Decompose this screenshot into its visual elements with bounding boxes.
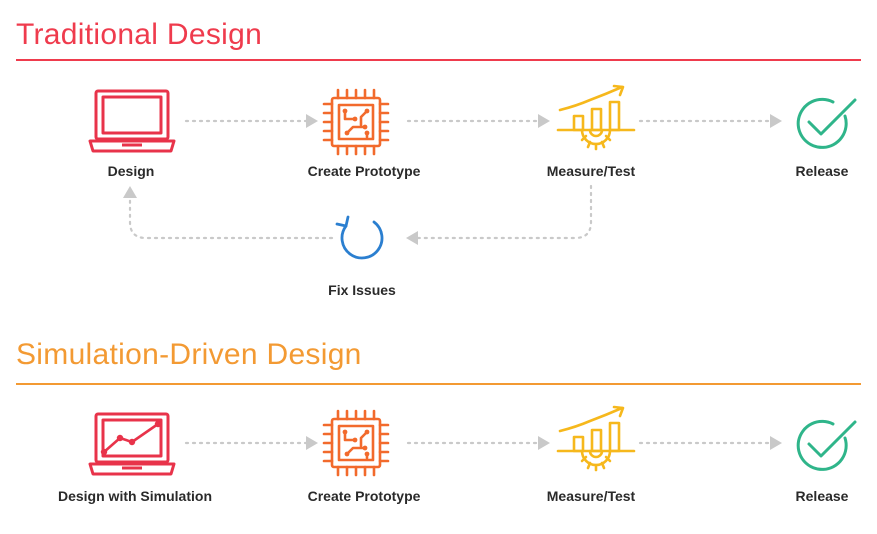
step-label-sim-measure: Measure/Test: [546, 488, 636, 504]
arrowhead-to-design: [123, 186, 137, 198]
arrowhead-sim-to-measure: [538, 436, 550, 450]
arrowhead-to-release: [770, 114, 782, 128]
laptop-graph-icon: [88, 412, 176, 476]
step-label-design: Design: [107, 163, 155, 179]
connector-measure-to-fix: [416, 184, 593, 240]
connector-fix-to-design: [128, 196, 334, 240]
chart-gear-icon: [556, 405, 636, 472]
laptop-icon: [88, 89, 176, 153]
step-label-prototype: Create Prototype: [307, 163, 421, 179]
arrowhead-sim-to-prototype: [306, 436, 318, 450]
circuit-chip-icon: [322, 409, 390, 477]
arrowhead-sim-to-release: [770, 436, 782, 450]
circuit-chip-icon: [322, 88, 390, 156]
step-label-release: Release: [795, 163, 849, 179]
step-label-sim-release: Release: [795, 488, 849, 504]
checkmark-circle-icon: [796, 419, 857, 471]
checkmark-circle-icon: [796, 97, 857, 149]
refresh-icon: [335, 215, 384, 260]
step-label-measure: Measure/Test: [546, 163, 636, 179]
step-label-sim-prototype: Create Prototype: [307, 488, 421, 504]
simulation-title: Simulation-Driven Design: [16, 338, 362, 371]
arrowhead-to-fix: [406, 231, 418, 245]
step-label-fix-issues: Fix Issues: [328, 282, 396, 298]
arrowhead-to-measure: [538, 114, 550, 128]
traditional-divider: [16, 59, 861, 61]
step-label-design-with-simulation: Design with Simulation: [57, 488, 212, 504]
simulation-divider: [16, 383, 861, 385]
chart-gear-icon: [556, 84, 636, 151]
arrowhead-to-prototype: [306, 114, 318, 128]
traditional-title: Traditional Design: [16, 18, 263, 51]
